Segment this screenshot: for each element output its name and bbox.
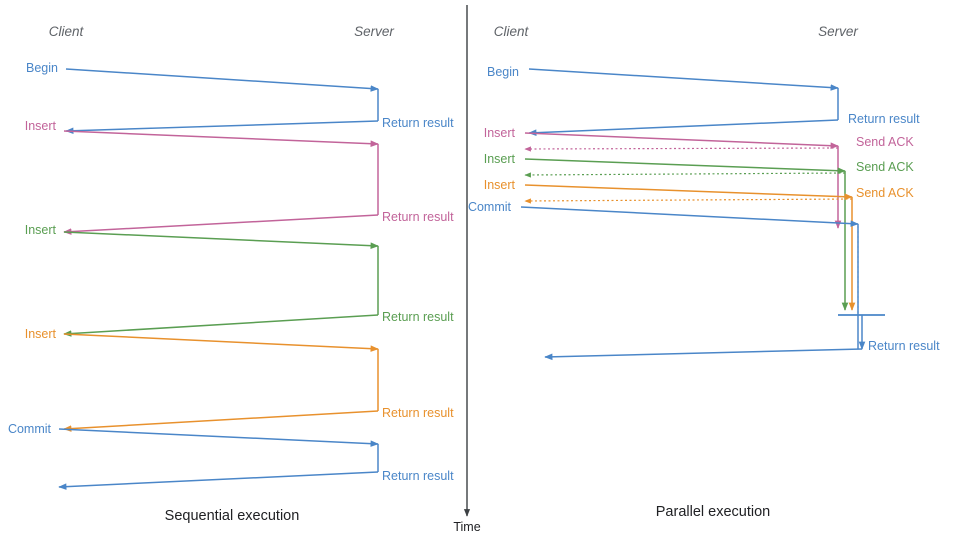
message-label: Send ACK xyxy=(856,160,914,174)
request-arrow xyxy=(63,231,379,249)
final-response-arrow xyxy=(544,348,863,361)
left-server-lane-label: Server xyxy=(354,24,394,39)
message-label: Send ACK xyxy=(856,135,914,149)
left-panel-caption: Sequential execution xyxy=(165,508,300,524)
ack-arrow xyxy=(524,172,846,178)
message-label: Commit xyxy=(8,422,52,436)
message-label: Return result xyxy=(382,210,454,224)
response-arrow xyxy=(58,471,379,490)
message-label: Return result xyxy=(382,406,454,420)
message-label: Return result xyxy=(382,116,454,130)
left-client-lane-label: Client xyxy=(49,24,85,39)
response-arrow xyxy=(65,120,379,135)
message-label: Begin xyxy=(26,61,58,75)
message-label: Return result xyxy=(848,112,920,126)
request-arrow xyxy=(524,132,839,149)
message-label: Insert xyxy=(484,178,516,192)
message-label: Insert xyxy=(25,327,57,341)
message-label: Send ACK xyxy=(856,186,914,200)
time-axis-label: Time xyxy=(453,520,480,534)
message-label: Begin xyxy=(487,65,519,79)
request-arrow xyxy=(63,130,379,147)
message-label: Return result xyxy=(382,469,454,483)
right-server-lane-label: Server xyxy=(818,24,858,39)
message-label: Insert xyxy=(484,152,516,166)
message-label: Return result xyxy=(868,339,940,353)
response-arrow xyxy=(63,410,379,432)
ack-arrow xyxy=(524,198,853,204)
request-arrow xyxy=(524,184,853,201)
request-arrow xyxy=(58,428,379,447)
request-arrow xyxy=(63,333,379,352)
request-arrow xyxy=(524,158,846,175)
message-label: Insert xyxy=(25,223,57,237)
message-label: Return result xyxy=(382,310,454,324)
response-arrow xyxy=(63,214,379,235)
request-arrow xyxy=(528,68,839,91)
response-arrow xyxy=(63,314,379,337)
response-arrow xyxy=(528,119,839,136)
right-client-lane-label: Client xyxy=(494,24,530,39)
request-arrow xyxy=(520,206,859,227)
message-label: Commit xyxy=(468,200,512,214)
message-label: Insert xyxy=(484,126,516,140)
message-label: Insert xyxy=(25,119,57,133)
request-arrow xyxy=(65,68,379,92)
right-panel-caption: Parallel execution xyxy=(656,504,770,520)
